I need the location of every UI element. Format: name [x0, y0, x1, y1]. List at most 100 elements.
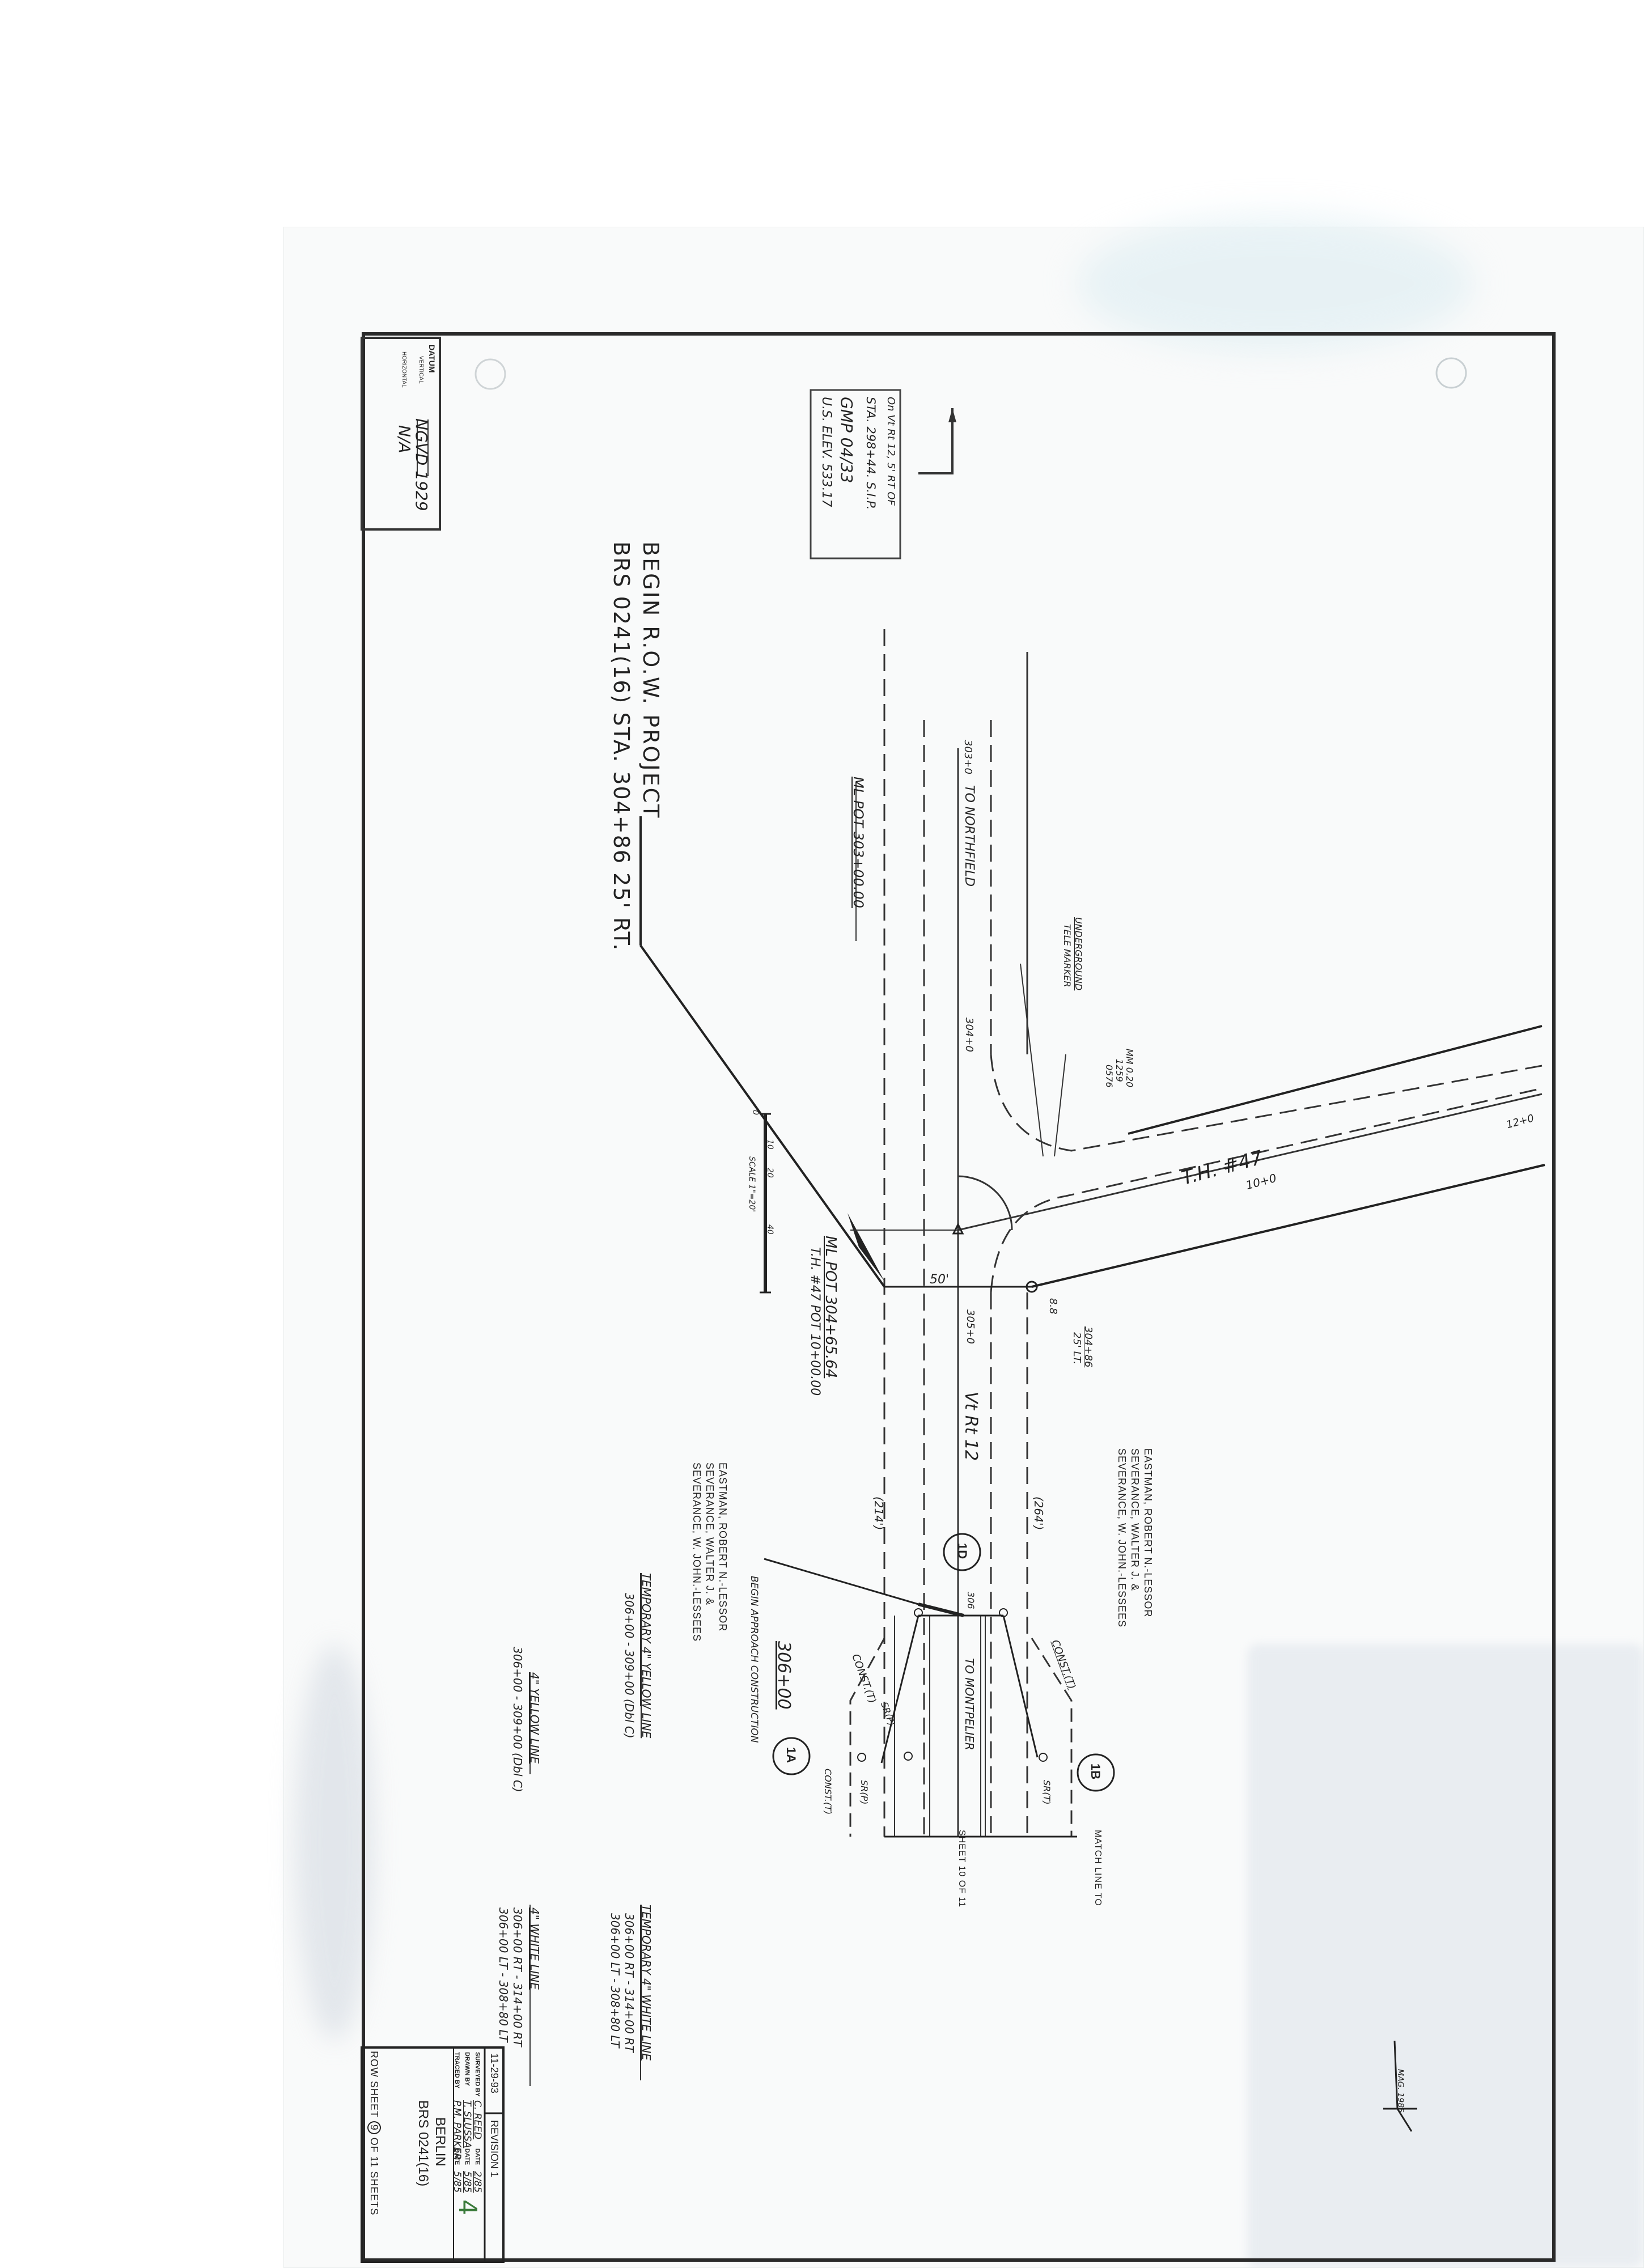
sr-p-bottom: SR(P)	[859, 1780, 870, 1805]
drawn-date: 5/85	[461, 2171, 473, 2193]
station-306: 306+00	[774, 1641, 794, 1710]
marker-1a	[772, 1737, 811, 1775]
scale-20: 20	[765, 1168, 774, 1178]
th47-row-north	[1128, 1025, 1543, 1135]
punch-hole	[474, 358, 506, 390]
begin-row-station: BRS 0241(16) STA. 304+86 25' RT.	[609, 541, 634, 952]
title-block	[361, 2046, 505, 2263]
yellow-title: 4" YELLOW LINE	[528, 1672, 541, 1764]
white-rt: 306+00 RT - 314+00 RT	[511, 1907, 524, 2047]
owner-top-3: SEVERANCE, W. JOHN.-LESSEES	[1116, 1448, 1128, 1628]
station-305: 305+0	[964, 1309, 976, 1344]
marker-1b-label: 1B	[1088, 1763, 1103, 1780]
offset-8-8: 8.8	[1047, 1298, 1059, 1315]
lt-25-label: 25' LT.	[1071, 1332, 1083, 1364]
scale-10: 10	[765, 1139, 774, 1150]
temp-white-rt: 306+00 RT - 314+00 RT	[622, 1913, 636, 2053]
marker-1b	[1077, 1753, 1115, 1792]
datum-vertical-label: VERTICAL	[418, 356, 424, 384]
white-lt: 306+00 LT - 308+80 LT	[497, 1907, 510, 2042]
th47-row-south	[1031, 1164, 1545, 1288]
marker-1d	[943, 1533, 981, 1571]
traced-by-label: TRACED BY	[454, 2052, 460, 2089]
th47-pot: T.H. #47 POT 10+00.00	[808, 1247, 822, 1396]
tele-marker-label: TELE MARKER	[1062, 924, 1073, 987]
to-montpelier-label: TO MONTPELIER	[963, 1658, 976, 1750]
distance-264: (264')	[1032, 1497, 1045, 1531]
th47-centerline	[957, 1093, 1543, 1231]
plan-border	[362, 332, 1556, 2262]
underground-label: UNDERGROUND	[1073, 917, 1084, 991]
green-stamp: 4	[453, 2199, 482, 2215]
scan-smudge	[295, 1644, 374, 2041]
temp-white-title: TEMPORARY 4" WHITE LINE	[639, 1905, 653, 2061]
mm-line-3: 0576	[1104, 1065, 1115, 1088]
row-sheet-number: 9	[367, 2121, 381, 2134]
datum-vertical-value: NGVD 1929	[412, 418, 431, 511]
begin-row-leader	[639, 944, 885, 1288]
ml-pot-304: ML POT 304+65.64	[822, 1236, 839, 1379]
surveyed-date-label: DATE	[474, 2148, 481, 2165]
benchmark-box	[810, 389, 901, 559]
drawn-by-label: DRAWN BY	[464, 2052, 471, 2086]
traced-date: 5/85	[451, 2171, 463, 2193]
traced-date-label: DATE	[454, 2148, 460, 2165]
row-sheet-prefix: ROW SHEET	[368, 2051, 380, 2118]
match-line-label: MATCH LINE TO	[1093, 1830, 1103, 1906]
revision-label: REVISION 1	[489, 2120, 500, 2178]
temp-yellow-range: 306+00 - 309+00 (Dbl C)	[622, 1593, 636, 1739]
benchmark-line-4: U.S. ELEV. 533.17	[819, 397, 833, 507]
scale-40: 40	[765, 1224, 774, 1235]
mag-label: MAG. 1985	[1396, 2069, 1405, 2113]
project-number: BRS 0241(16)	[416, 2100, 431, 2187]
station-303: 303+0	[962, 740, 974, 774]
station-304: 304+0	[963, 1018, 975, 1052]
distance-214: (214')	[872, 1497, 885, 1531]
begin-approach-label: BEGIN APPROACH CONSTRUCTION	[748, 1576, 760, 1743]
marker-1d-label: 1D	[955, 1543, 969, 1559]
sr-t-label: SR(T)	[1041, 1780, 1052, 1805]
datum-box	[361, 337, 441, 531]
datum-horizontal-label: HORIZONTAL	[401, 351, 407, 388]
temp-yellow-title: TEMPORARY 4" YELLOW LINE	[639, 1573, 653, 1739]
begin-row-title: BEGIN R.O.W. PROJECT	[638, 541, 663, 820]
mm-line-2: 1259	[1114, 1059, 1125, 1082]
drawn-name: T. SLUSSA	[461, 2100, 473, 2148]
punch-hole	[1435, 357, 1467, 389]
ml-pot-303: ML POT 303+00.00	[850, 777, 866, 908]
surveyed-by-label: SURVEYED BY	[474, 2052, 481, 2097]
north-arrow	[918, 408, 954, 474]
scan-smudge	[1247, 1644, 1644, 2267]
fifty-foot-label: 50'	[930, 1273, 950, 1287]
row-sheet-line: ROW SHEET 9 OF 11 SHEETS	[367, 2051, 381, 2215]
temp-white-lt: 306+00 LT - 308+80 LT	[608, 1913, 622, 2048]
town-name: BERLIN	[433, 2117, 448, 2167]
to-northfield-label: TO NORTHFIELD	[962, 785, 976, 887]
drawn-date-label: DATE	[464, 2148, 471, 2165]
owner-bottom-2: SEVERANCE, WALTER J. &	[704, 1462, 715, 1606]
sheet-10-label: SHEET 10 OF 11	[957, 1830, 967, 1908]
mm-line-1: MM 0.20	[1124, 1049, 1135, 1088]
station-304-86: 304+86	[1082, 1326, 1094, 1368]
owner-top-1: EASTMAN, ROBERT N.-LESSOR	[1142, 1448, 1154, 1618]
datum-title: DATUM	[427, 345, 437, 373]
white-title: 4" WHITE LINE	[528, 1907, 541, 1990]
benchmark-line-3: GMP 04/33	[837, 397, 856, 484]
marker-1a-label: 1A	[784, 1747, 798, 1763]
benchmark-line-2: STA. 298+44. S.I.P.	[864, 397, 878, 510]
yellow-range: 306+00 - 309+00 (Dbl C)	[511, 1647, 524, 1792]
owner-top-2: SEVERANCE, WALTER J. &	[1129, 1448, 1141, 1592]
surveyed-name: C. REED	[472, 2100, 483, 2140]
owner-bottom-1: EASTMAN, ROBERT N.-LESSOR	[717, 1462, 728, 1632]
scale-0: 0	[751, 1110, 760, 1115]
station-306-short: 306	[965, 1592, 976, 1609]
scan-smudge	[1077, 215, 1474, 351]
vt-rt-12-label: Vt Rt 12	[961, 1392, 981, 1461]
owner-bottom-3: SEVERANCE, W. JOHN.-LESSEES	[691, 1462, 702, 1642]
surveyed-date: 2/85	[472, 2171, 483, 2193]
revision-date: 11-29-93	[489, 2053, 500, 2093]
benchmark-line-1: On Vt Rt 12, 5' RT OF	[885, 397, 897, 506]
datum-horizontal-value: N/A	[395, 425, 414, 453]
const-t-bottom: CONST.(T)	[823, 1769, 833, 1815]
